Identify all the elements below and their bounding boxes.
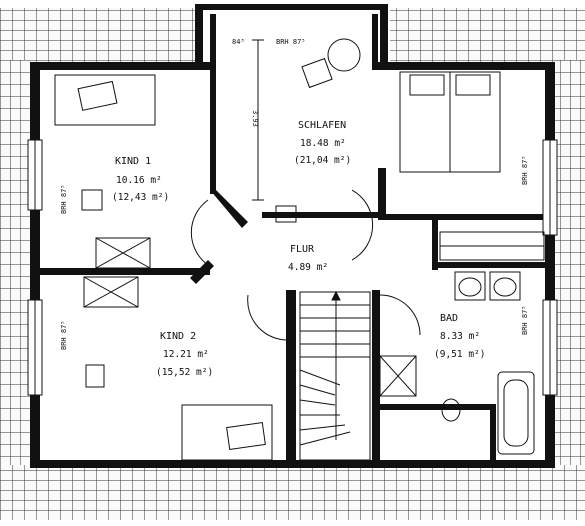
kind2-area-net: 12.21 m²	[163, 349, 209, 360]
kind2-window-mark: BRH 87⁵	[60, 320, 68, 350]
schlafen-area-net: 18.48 m²	[300, 138, 346, 149]
kind1-name: KIND 1	[115, 156, 151, 167]
furniture	[54, 38, 535, 461]
ceiling-height-label: 3.93	[251, 110, 259, 127]
staircase	[299, 290, 371, 461]
wardrobes	[83, 231, 545, 308]
walls	[30, 4, 555, 468]
schlafen-window-mark: BRH 87⁵	[521, 155, 529, 185]
kind1-area-gross: (12,43 m²)	[112, 192, 169, 203]
kind2-area-gross: (15,52 m²)	[156, 367, 213, 378]
kind2-name: KIND 2	[160, 331, 196, 342]
top-left-mark: 84³	[232, 38, 245, 46]
top-right-mark: BRH 87⁵	[276, 38, 306, 46]
flur-area-net: 4.89 m²	[288, 262, 328, 273]
height-dimension	[252, 39, 264, 201]
doors	[190, 189, 421, 341]
windows	[27, 139, 558, 396]
schlafen-name: SCHLAFEN	[298, 120, 346, 131]
kind1-window-mark: BRH 87⁵	[60, 184, 68, 214]
flur-name: FLUR	[290, 244, 315, 255]
bad-window-mark: BRH 87⁵	[521, 305, 529, 335]
schlafen-area-gross: (21,04 m²)	[294, 155, 351, 166]
bad-area-gross: (9,51 m²)	[434, 349, 485, 360]
bad-area-net: 8.33 m²	[440, 331, 480, 342]
roof-overhang	[0, 8, 585, 520]
kind1-area-net: 10.16 m²	[116, 175, 162, 186]
bad-name: BAD	[440, 313, 458, 324]
